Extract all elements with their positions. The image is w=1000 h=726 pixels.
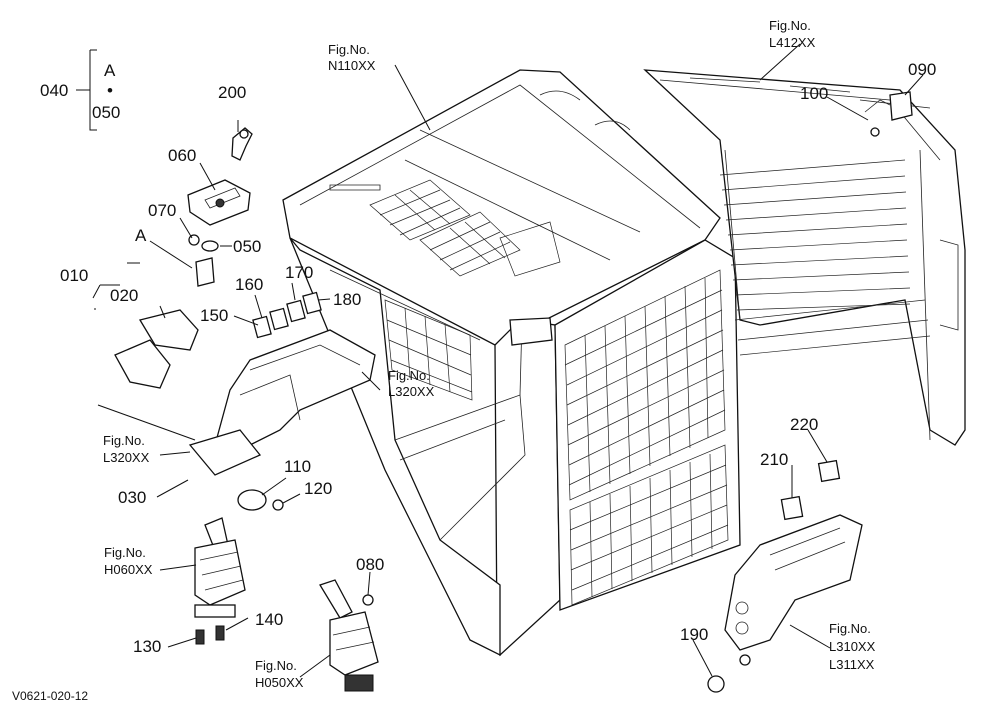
fig-n110-line1: Fig.No.: [328, 42, 370, 57]
label-120: 120: [304, 479, 332, 498]
label-200: 200: [218, 83, 246, 102]
part-labels: 040 A • 050 200 060 070 050 A 010 020 16…: [40, 60, 936, 656]
side-console: [188, 329, 376, 511]
label-160: 160: [235, 275, 263, 294]
fig-n110-line2: N110XX: [328, 58, 376, 73]
left-mesh: [384, 299, 473, 401]
label-030: 030: [118, 488, 146, 507]
joystick-left: [194, 517, 246, 645]
label-050: 050: [233, 237, 261, 256]
label-a-top: A: [104, 61, 116, 80]
joystick-right: [319, 579, 379, 692]
label-010: 010: [60, 266, 88, 285]
fig-l310-line2: L310XX: [829, 639, 876, 654]
label-080: 080: [356, 555, 384, 574]
right-console: [707, 459, 863, 693]
label-040: 040: [40, 81, 68, 100]
fig-l310-line1: Fig.No.: [829, 621, 871, 636]
side-mesh: [564, 269, 729, 606]
fig-l310-line3: L311XX: [829, 657, 875, 672]
fig-l412-line2: L412XX: [769, 35, 816, 50]
rear-screen: [643, 69, 966, 446]
fig-l320-right-line2: L320XX: [388, 384, 435, 399]
label-020: 020: [110, 286, 138, 305]
fig-l320-left-line1: Fig.No.: [103, 433, 145, 448]
label-130: 130: [133, 637, 161, 656]
label-090: 090: [908, 60, 936, 79]
leader-lines: [76, 43, 924, 678]
screen-slats: [719, 159, 931, 356]
label-180: 180: [333, 290, 361, 309]
label-a-left: A: [135, 226, 147, 245]
rocker-switches: [252, 291, 322, 339]
fig-l412-line1: Fig.No.: [769, 18, 811, 33]
roof-grill: [369, 179, 561, 277]
label-140: 140: [255, 610, 283, 629]
fig-h060-line1: Fig.No.: [104, 545, 146, 560]
fig-h060-line2: H060XX: [104, 562, 153, 577]
fig-h050-line1: Fig.No.: [255, 658, 297, 673]
label-170: 170: [285, 263, 313, 282]
cab-frame: [282, 69, 741, 657]
fig-h050-line2: H050XX: [255, 675, 304, 690]
figure-references: Fig.No. N110XX Fig.No. L412XX Fig.No. L3…: [103, 18, 876, 690]
label-060: 060: [168, 146, 196, 165]
fig-l320-left-line2: L320XX: [103, 450, 150, 465]
label-190: 190: [680, 625, 708, 644]
label-100: 100: [800, 84, 828, 103]
light-switch: [864, 91, 913, 137]
label-220: 220: [790, 415, 818, 434]
fig-l320-right-line1: Fig.No.: [388, 368, 430, 383]
label-110: 110: [284, 457, 311, 476]
label-050-bottom: 050: [92, 103, 120, 122]
label-150: 150: [200, 306, 228, 325]
label-070: 070: [148, 201, 176, 220]
drawing-code: V0621-020-12: [12, 689, 88, 703]
label-210: 210: [760, 450, 788, 469]
dot-separator: •: [107, 81, 113, 100]
key-switch-assembly: [114, 127, 253, 389]
